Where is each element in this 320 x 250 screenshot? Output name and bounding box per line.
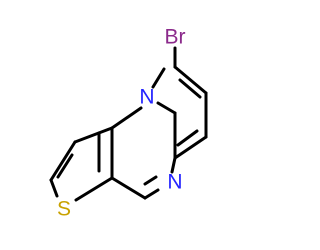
bond-c8a-n1 [156,101,177,115]
atom-bromine-label: Br [165,26,186,49]
bond-s-c9a [74,176,114,202]
bond-c2t-s [49,178,59,198]
thiophene-ring-bonds [49,126,114,202]
bond-c4-c4a [173,135,208,160]
bond-n1-c2 [151,67,166,89]
molecule-structure: Br N N S [49,26,208,221]
bond-n5-c4a [170,156,177,174]
bond-c4-n5-inner [143,175,158,186]
bond-c9a-c4 [110,176,147,200]
bond-c3t-c2t-inner [56,153,74,179]
pyridine-ring-bonds [151,65,208,160]
atom-nitrogen-bottom-label: N [167,171,182,194]
bond-c4-n5 [143,188,160,200]
bond-c3t-c2t [49,140,77,182]
bond-n1-c9b [110,106,143,130]
bond-c4-c4a-inner [176,129,199,147]
structure-canvas: Br N N S [49,25,208,221]
atom-sulfur-label: S [57,198,71,221]
atom-nitrogen-top-label: N [139,86,154,109]
bond-c2-c3 [173,65,208,95]
middle-ring-bonds [97,101,177,200]
bond-c9b-c3t [73,126,114,144]
bond-c2-c3-inner [178,78,202,99]
